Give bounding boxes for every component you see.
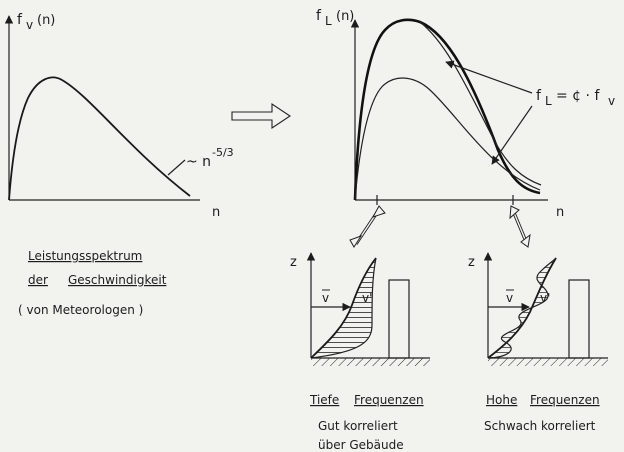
formula-pointer-lower xyxy=(491,105,533,165)
high-building xyxy=(568,279,590,359)
low-mean-profile xyxy=(310,257,377,359)
left-x-label: n xyxy=(212,205,220,220)
high-freq-sketch: z v v' xyxy=(468,252,608,366)
velocity-spectrum-plot: f v (n) n ~ n -5/3 xyxy=(4,12,234,220)
transition-arrow xyxy=(231,102,291,130)
formula-pointer-upper xyxy=(445,60,533,94)
low-freq-connector xyxy=(349,205,386,248)
high-ground-hatch xyxy=(488,358,608,366)
velocity-spectrum-curve xyxy=(8,76,191,201)
low-caption-line2: Gut korreliert xyxy=(318,419,398,433)
low-caption-tiefe: Tiefe xyxy=(309,393,339,407)
formula-sub-v: v xyxy=(608,94,615,108)
low-freq-sketch: z v v' xyxy=(290,252,430,366)
caption-leistungsspektrum: Leistungsspektrum xyxy=(28,249,142,263)
admittance-curve xyxy=(419,21,542,186)
left-y-arg: (n) xyxy=(37,13,55,28)
right-x-label: n xyxy=(556,205,564,220)
caption-meteorologen: ( von Meteorologen ) xyxy=(18,303,143,317)
high-fluctuation-area xyxy=(488,258,556,358)
load-spectrum-curve xyxy=(353,18,541,201)
low-v-fluct: v' xyxy=(362,291,372,305)
left-y-label: f xyxy=(17,12,23,28)
low-z-label: z xyxy=(290,255,297,270)
right-y-arg: (n) xyxy=(336,9,354,24)
formula-sub-l: L xyxy=(545,94,552,108)
low-fluctuation-area xyxy=(311,258,376,358)
caption-der: der xyxy=(28,273,48,287)
high-v-mean: v xyxy=(506,291,513,305)
slope-exponent: -5/3 xyxy=(212,146,234,159)
low-fluct-profile xyxy=(310,257,377,359)
low-caption-frequenzen: Frequenzen xyxy=(354,393,424,407)
high-caption-line2: Schwach korreliert xyxy=(484,419,596,433)
right-y-label: f xyxy=(316,8,322,24)
formula-f: f xyxy=(536,88,542,104)
high-v-fluct: v' xyxy=(540,291,550,305)
low-v-mean: v xyxy=(322,291,329,305)
caption-geschwindigkeit: Geschwindigkeit xyxy=(68,273,167,287)
slope-pointer xyxy=(167,159,186,176)
low-building xyxy=(388,279,410,359)
load-spectrum-plot: f L (n) n f L = ¢ · f v xyxy=(316,8,615,220)
high-z-label: z xyxy=(468,255,475,270)
left-y-sub: v xyxy=(26,18,33,32)
low-ground-hatch xyxy=(311,358,430,366)
velocity-spectrum-reference xyxy=(354,77,541,201)
right-y-sub: L xyxy=(325,14,332,28)
high-freq-connector xyxy=(509,205,531,248)
low-caption-line3: über Gebäude xyxy=(318,438,404,452)
slope-label: ~ n xyxy=(186,154,211,170)
high-caption-hohe: Hohe xyxy=(486,393,517,407)
high-caption-frequenzen: Frequenzen xyxy=(530,393,600,407)
formula-rest: = ¢ · f xyxy=(556,88,600,104)
